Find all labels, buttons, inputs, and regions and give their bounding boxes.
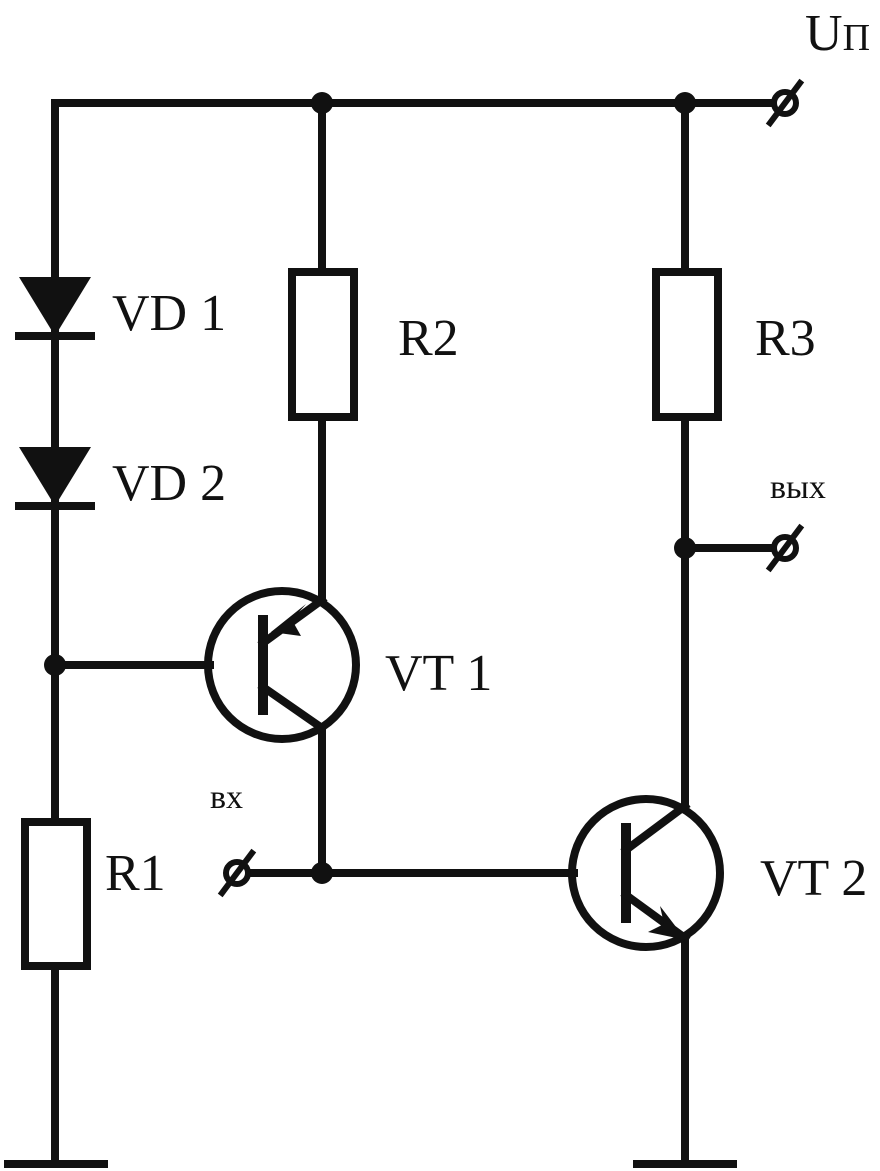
r2-label: R2 [398,310,459,367]
resistor-r1 [21,818,91,970]
input-label: вх [210,779,243,816]
transistor-vt2 [568,795,724,951]
vt1-label: VT 1 [385,645,492,702]
supply-terminal[interactable] [765,78,805,128]
resistor-r2 [288,268,358,421]
left-branch-wire [51,99,214,1167]
vd2-label: VD 2 [112,455,226,512]
transistor-vt1 [204,587,360,743]
diode-vd1 [15,277,95,340]
vt2-label: VT 2 [760,850,867,907]
diode-vd2 [15,447,95,510]
right-branch-wire [681,99,789,1167]
supply-label-subscript: П [843,17,870,59]
input-terminal[interactable] [217,848,257,898]
r1-label: R1 [105,845,166,902]
junction-dots [44,92,696,884]
supply-label: UП [805,5,870,62]
output-label: вых [770,469,826,506]
vd1-label: VD 1 [112,285,226,342]
resistor-r3 [652,268,722,421]
output-terminal[interactable] [765,523,805,573]
r3-label: R3 [755,310,816,367]
